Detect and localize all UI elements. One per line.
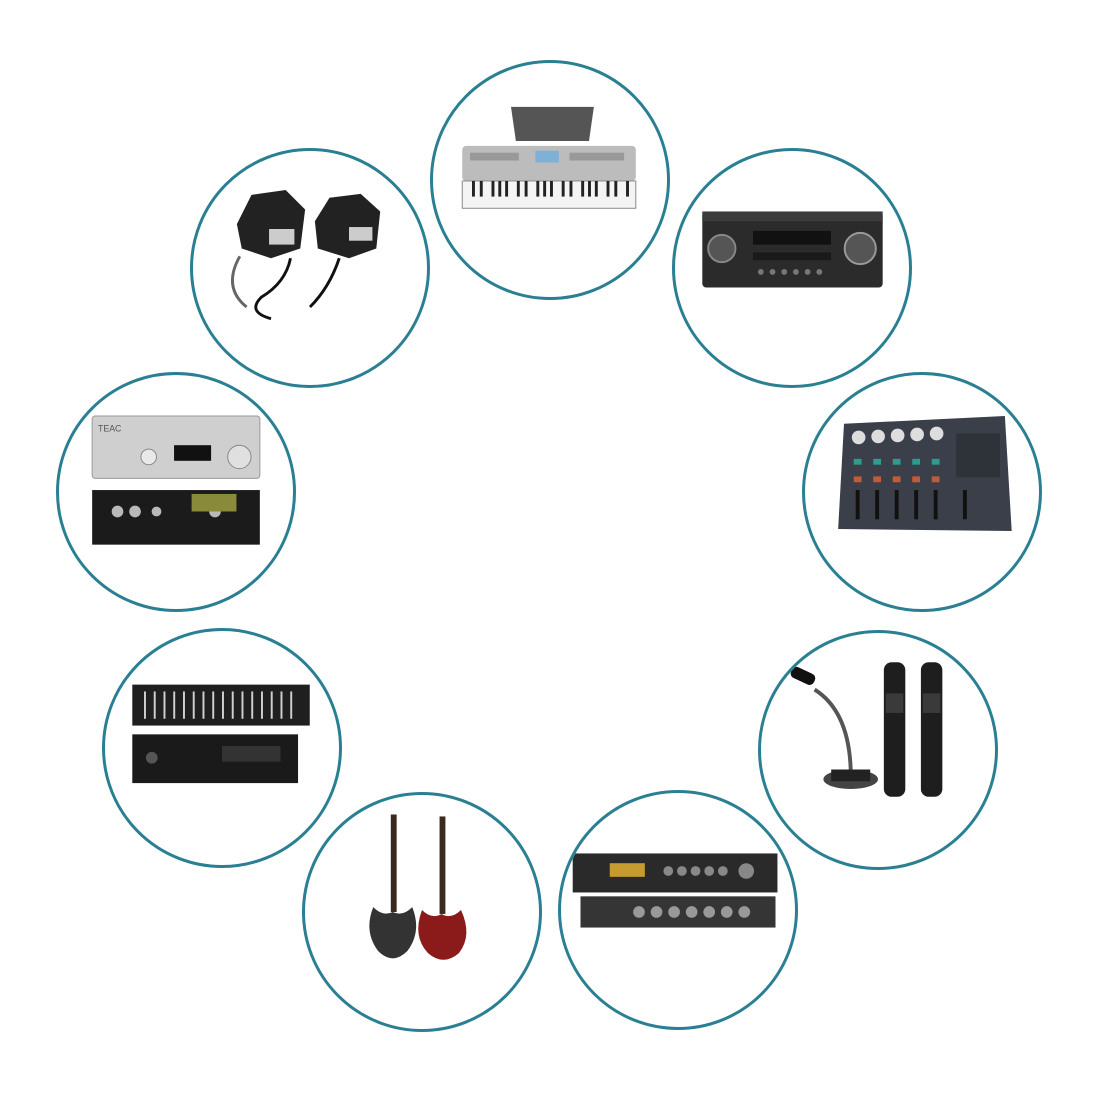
electric-guitar-icon — [369, 814, 467, 960]
dac-amplifier-icon: TEAC — [91, 415, 261, 545]
device-circle-dac-amplifier: TEAC — [56, 372, 296, 612]
audio-mixer-icon — [838, 415, 1012, 531]
device-circle-karaoke-processor — [558, 790, 798, 1030]
device-circle-stage-lights — [190, 148, 430, 388]
graphic-equalizer-icon — [132, 684, 310, 784]
dac-brand-label: TEAC — [98, 424, 121, 434]
device-circle-mixer — [802, 372, 1042, 612]
keyboard-icon — [461, 106, 637, 209]
device-circle-microphones — [758, 630, 998, 870]
device-circle-av-receiver — [672, 148, 912, 388]
par-light-icon — [231, 190, 381, 321]
device-circle-equalizer — [102, 628, 342, 868]
device-circle-keyboard — [430, 60, 670, 300]
device-circle-electric-guitars — [302, 792, 542, 1032]
av-receiver-icon — [702, 211, 883, 288]
microphone-icon — [790, 662, 943, 797]
audio-processor-icon — [572, 853, 778, 928]
